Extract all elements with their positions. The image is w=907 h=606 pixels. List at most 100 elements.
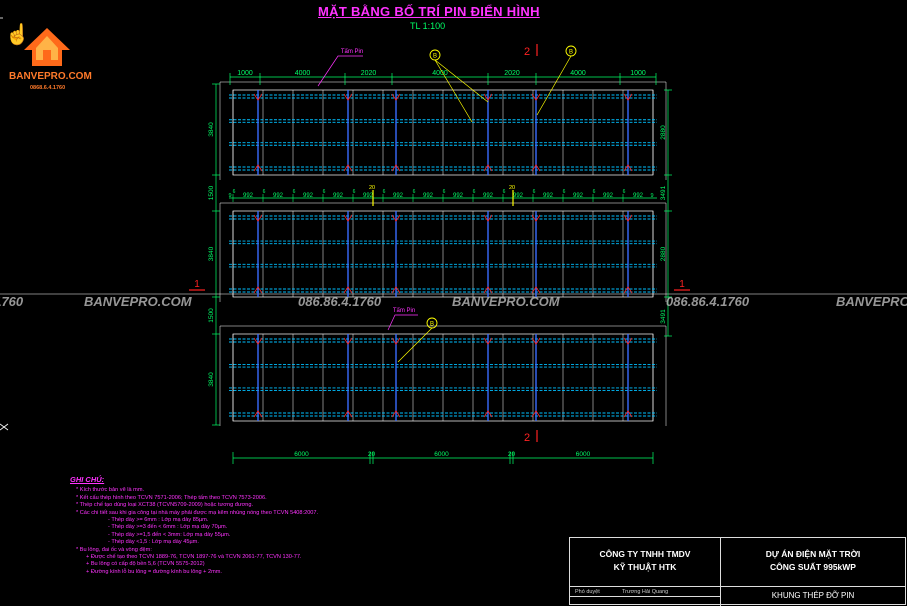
- section-mark-1-left: 1: [194, 279, 200, 290]
- panel-leader: [387, 314, 418, 331]
- project-name: DỰ ÁN ĐIỆN MẶT TRỜI CÔNG SUẤT 995kWP: [721, 548, 905, 574]
- linework: [0, 17, 907, 431]
- logo-phone: 0868.6.4.1760: [30, 85, 66, 91]
- note-line: * Bu lông, đai ốc và vòng đệm:: [76, 546, 152, 553]
- project-line-2: CÔNG SUẤT 995kWP: [770, 562, 856, 572]
- dim-label-gap: 6: [293, 189, 296, 195]
- dim-label-top: 4000: [570, 70, 586, 77]
- post-marker: [483, 164, 493, 172]
- post-marker: [343, 214, 353, 222]
- panel-label: Tấm Pin: [341, 49, 363, 55]
- post-marker: [623, 164, 633, 172]
- sheet-name: KHUNG THÉP ĐỠ PIN: [771, 591, 855, 600]
- general-notes: GHI CHÚ: * Kích thước bản vẽ là mm. * Kế…: [70, 476, 318, 576]
- dim-label-gap: 6: [503, 189, 506, 195]
- dim-label-bottom: 6000: [294, 451, 309, 458]
- dim-label-gap: 6: [233, 189, 236, 195]
- hand-cursor-icon: ☝: [5, 24, 30, 46]
- dim-label-top: 2020: [504, 70, 520, 77]
- company-line-1: CÔNG TY TNHH TMDV: [599, 549, 691, 559]
- dim-label-left: 1500: [208, 185, 215, 200]
- watermark-site: BANVEPRO.COM: [452, 294, 560, 309]
- dim-label-mid: 20: [369, 185, 375, 191]
- dim-label-bottom: 20: [508, 451, 516, 458]
- watermark-site: BANVEPRO.COM: [836, 294, 907, 309]
- post-marker: [253, 286, 263, 294]
- callout-label: B: [430, 321, 434, 327]
- post-marker: [391, 286, 401, 294]
- post-marker: [623, 93, 633, 101]
- drawing-scale: TL 1:100: [410, 21, 446, 31]
- dim-label-mid: 20: [509, 185, 515, 191]
- post-marker: [253, 93, 263, 101]
- logo-name: BANVEPRO.COM: [9, 71, 92, 82]
- callout-leader: [397, 327, 433, 363]
- post-marker: [483, 214, 493, 222]
- dim-label-edge: 9: [650, 193, 653, 199]
- dim-label-top: 4000: [432, 70, 448, 77]
- note-line: - Thép dày >=3 đến < 6mm : Lớp mạ dày 70…: [108, 524, 228, 531]
- dim-label-bottom: 20: [368, 451, 376, 458]
- note-line: - Thép dày >= 6mm : Lớp mạ dày 85µm.: [108, 517, 209, 524]
- callout-leader: [434, 59, 473, 123]
- dim-label-bottom: 6000: [434, 451, 449, 458]
- note-line: * Thép chế tạo dùng loại XCT38 (TCVN5709…: [76, 502, 254, 509]
- dim-label-top: 4000: [295, 70, 311, 77]
- dim-label-gap: 6: [623, 189, 626, 195]
- note-line: * Kết cấu thép hình theo TCVN 7571-2006;…: [76, 494, 267, 501]
- post-marker: [253, 337, 263, 345]
- post-marker: [343, 337, 353, 345]
- post-marker: [483, 93, 493, 101]
- dim-label-gap: 6: [593, 189, 596, 195]
- section-mark-2-top: 2: [524, 46, 530, 58]
- section-mark-2-bottom: 2: [524, 432, 530, 444]
- note-line: + Đường kính lỗ bu lông = đường kính bu …: [86, 568, 222, 575]
- dim-label-panel: 992: [603, 193, 614, 199]
- watermark-site: BANVEPRO.COM: [84, 294, 192, 309]
- note-line: * Các chi tiết sau khi gia công tại nhà …: [76, 509, 319, 516]
- dim-label-panel: 992: [333, 193, 344, 199]
- dim-label-gap: 6: [473, 189, 476, 195]
- post-marker: [531, 286, 541, 294]
- dim-label-panel: 992: [633, 193, 644, 199]
- dim-label-gap: 6: [413, 189, 416, 195]
- watermark-phone: 086.86.4.1760: [666, 294, 750, 309]
- dim-label-left: 1500: [208, 308, 215, 323]
- note-line: - Thép dày >=1,5 đến < 3mm: Lớp mạ dày 5…: [108, 531, 231, 538]
- dim-label-panel: 992: [543, 193, 554, 199]
- dim-label-top: 2020: [361, 70, 377, 77]
- dim-label-panel: 992: [303, 193, 314, 199]
- dim-label-panel: 992: [423, 193, 434, 199]
- company-line-2: KỸ THUẬT HTK: [613, 562, 677, 572]
- post-marker: [343, 286, 353, 294]
- dim-label-right: 2880: [660, 125, 667, 140]
- post-marker: [483, 410, 493, 418]
- post-marker: [391, 214, 401, 222]
- watermark-phone: 086.86.4.1760: [298, 294, 382, 309]
- post-marker: [391, 164, 401, 172]
- post-marker: [253, 214, 263, 222]
- dim-label-right: 2880: [660, 246, 667, 261]
- post-marker: [391, 93, 401, 101]
- post-marker: [531, 214, 541, 222]
- panel-label: Tấm Pin: [393, 308, 415, 314]
- post-marker: [623, 337, 633, 345]
- dim-label-gap: 6: [323, 189, 326, 195]
- watermark-phone: 086.86.4.1760: [0, 294, 24, 309]
- dim-label-panel: 992: [393, 193, 404, 199]
- note-line: + Được chế tạo theo TCVN 1889-76, TCVN 1…: [86, 554, 302, 561]
- company-name: CÔNG TY TNHH TMDV KỸ THUẬT HTK: [570, 548, 720, 574]
- dim-label-right: 3491: [660, 185, 667, 200]
- post-marker: [531, 164, 541, 172]
- post-marker: [343, 93, 353, 101]
- dim-label-left: 3840: [208, 122, 215, 137]
- post-marker: [623, 214, 633, 222]
- dim-label-panel: 992: [273, 193, 284, 199]
- post-marker: [343, 410, 353, 418]
- dim-label-panel: 992: [243, 193, 254, 199]
- person-name: Trương Hải Quang: [622, 589, 669, 595]
- post-marker: [253, 410, 263, 418]
- dim-label-panel: 992: [573, 193, 584, 199]
